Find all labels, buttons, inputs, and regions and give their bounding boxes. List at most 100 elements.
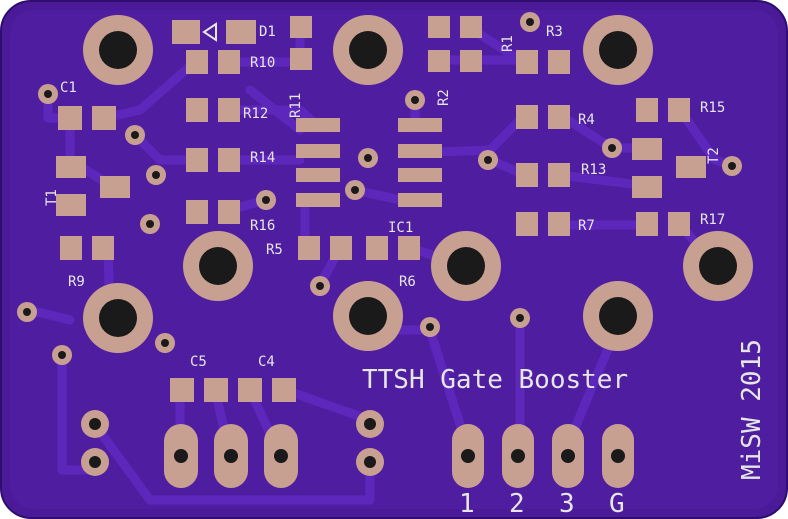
- ic1-pad: [398, 144, 442, 158]
- jack-pad-top-middle: [333, 15, 403, 85]
- ic1-pad: [398, 193, 442, 207]
- r6-pad: [398, 236, 420, 260]
- th-pad: [356, 410, 384, 438]
- label-c5: C5: [190, 354, 207, 370]
- r12-pad: [186, 98, 208, 122]
- r15-pad: [668, 98, 690, 122]
- ic1-pad: [398, 118, 442, 132]
- th-pad: [81, 410, 109, 438]
- r13-pad: [516, 163, 538, 187]
- label-d1: D1: [259, 24, 276, 40]
- r3-pad: [516, 50, 538, 74]
- connector-label-3: 3: [559, 489, 575, 519]
- ic1-pad: [296, 144, 340, 158]
- board-title: TTSH Gate Booster: [362, 365, 628, 395]
- r2-pad: [428, 16, 450, 38]
- r7-pad: [548, 212, 570, 236]
- via: [478, 150, 498, 170]
- label-r15: R15: [700, 100, 725, 116]
- jack-pad-bottom-middle: [333, 281, 403, 351]
- r13-pad: [548, 163, 570, 187]
- t1-pad: [100, 176, 130, 198]
- r5-pad: [330, 236, 352, 260]
- r14-pad: [218, 148, 240, 172]
- connector-pad-g: [602, 424, 634, 488]
- via: [38, 84, 58, 104]
- d1-pad: [172, 20, 200, 44]
- jack-pad-top-right: [583, 15, 653, 85]
- label-r13: R13: [581, 162, 606, 178]
- vias: [17, 12, 742, 365]
- th-pads: [81, 410, 384, 476]
- r17-pad: [636, 212, 658, 236]
- large-pads: [83, 15, 753, 353]
- via: [310, 276, 330, 296]
- label-r14: R14: [250, 150, 275, 166]
- r17-pad: [668, 212, 690, 236]
- jack-pad-mid-center: [431, 231, 501, 301]
- via: [420, 317, 440, 337]
- label-ic1: IC1: [388, 220, 413, 236]
- ic1-pad: [296, 168, 340, 182]
- th-pad: [356, 448, 384, 476]
- t2-pad: [632, 138, 662, 160]
- label-r3: R3: [546, 24, 563, 40]
- d1-pad: [226, 20, 256, 44]
- label-r16: R16: [250, 218, 275, 234]
- via: [358, 148, 378, 168]
- c1-pad: [58, 106, 82, 130]
- via: [345, 180, 365, 200]
- jack-pad-top-left: [83, 15, 153, 85]
- ground-pour: [10, 10, 778, 509]
- silkscreen-labels: D1 R10 R11 R2 R1 R3 C1 R12 R15 R4 R14 T1…: [44, 24, 725, 370]
- via: [146, 165, 166, 185]
- c5-pad: [204, 378, 228, 402]
- label-t2: T2: [706, 147, 722, 164]
- via: [520, 12, 540, 32]
- r5-pad: [298, 236, 320, 260]
- label-r2: R2: [436, 89, 452, 106]
- r16-pad: [218, 200, 240, 224]
- ic1-pad: [398, 168, 442, 182]
- label-t1: T1: [44, 189, 60, 206]
- r10-pad: [186, 50, 208, 74]
- r4-pad: [548, 105, 570, 129]
- via: [405, 90, 425, 110]
- r15-pad: [636, 98, 658, 122]
- r2-pad: [460, 50, 482, 72]
- r11-pad: [290, 16, 312, 38]
- r14-pad: [186, 148, 208, 172]
- c1-pad: [92, 106, 116, 130]
- t2-pad: [676, 156, 706, 178]
- r4-pad: [516, 105, 538, 129]
- r6-pad: [366, 236, 388, 260]
- r9-pad: [60, 236, 82, 260]
- label-r4: R4: [578, 112, 595, 128]
- via: [17, 302, 37, 322]
- r12-pad: [218, 98, 240, 122]
- pot-pad: [214, 424, 248, 488]
- label-r5: R5: [266, 242, 283, 258]
- pot-pad: [264, 424, 298, 488]
- r16-pad: [186, 200, 208, 224]
- connector-pad-1: [452, 424, 484, 488]
- t1-pad: [56, 156, 86, 178]
- label-r12: R12: [243, 106, 268, 122]
- diode-polarity-icon: [202, 22, 217, 42]
- oval-pads: [164, 424, 634, 488]
- r2-pad: [460, 16, 482, 38]
- via: [125, 125, 145, 145]
- connector-label-2: 2: [509, 489, 525, 519]
- connector-label-1: 1: [459, 489, 475, 519]
- r9-pad: [92, 236, 114, 260]
- connector-pad-2: [502, 424, 534, 488]
- board-credit: MiSW 2015: [737, 339, 767, 480]
- ic1-pad: [296, 193, 340, 207]
- jack-pad-mid-right: [683, 231, 753, 301]
- c4-pad: [272, 378, 296, 402]
- connector-label-g: G: [609, 489, 625, 519]
- label-r17: R17: [700, 212, 725, 228]
- jack-pad-mid-left: [183, 231, 253, 301]
- jack-pad-bottom-left: [83, 283, 153, 353]
